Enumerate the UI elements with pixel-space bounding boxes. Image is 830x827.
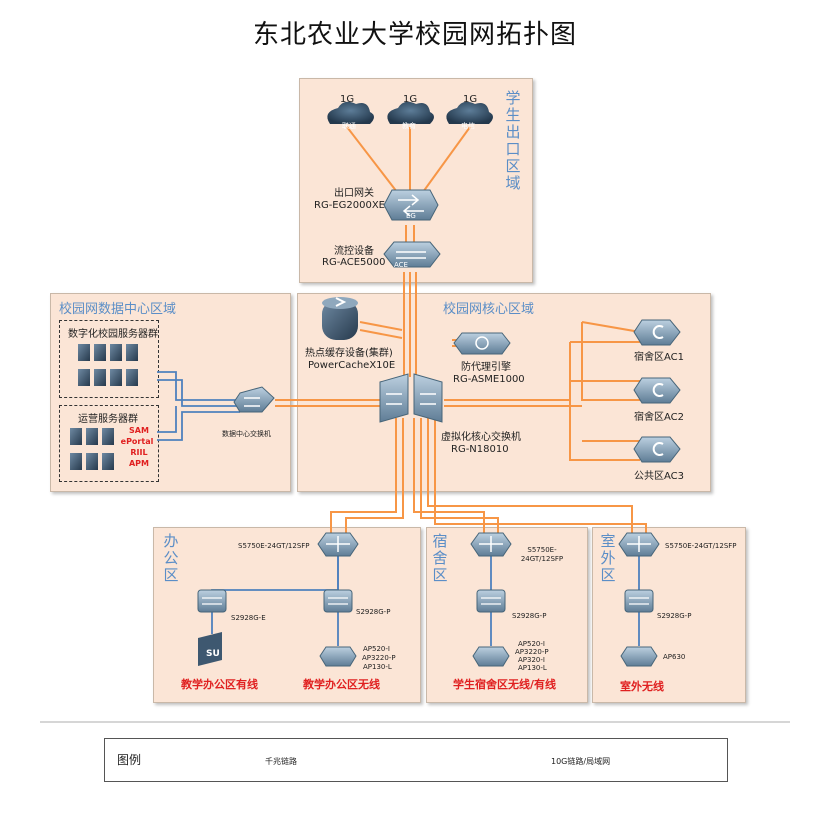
ace-device-icon: [383, 241, 441, 268]
eg-model-label: RG-EG2000XE: [314, 200, 385, 211]
ac1-label: 宿舍区AC1: [634, 352, 685, 363]
group-ops-servers: [59, 405, 159, 482]
su-terminal-icon: [198, 632, 222, 666]
zone-datacenter-label: 校园网数据中心区域: [59, 302, 177, 317]
page-title: 东北农业大学校园网拓扑图: [252, 20, 577, 50]
zone-outdoor-label: 室外区: [600, 532, 616, 584]
ac-icon-1: [633, 319, 681, 346]
ops-item-riil: RIIL: [130, 448, 148, 457]
isp-name-3: 电信: [461, 122, 475, 130]
dorm-sw-label: S2928G-P: [512, 612, 547, 620]
cache-server-icon: [322, 297, 358, 340]
eg-gateway-icon: [383, 189, 439, 221]
ac-icon-2: [633, 377, 681, 404]
asme-role-label: 防代理引擎: [461, 362, 511, 373]
dorm-label: 学生宿舍区无线/有线: [453, 678, 557, 691]
office-sw-left-label: S2928G-E: [231, 614, 266, 622]
zone-dorm-label: 宿舍区: [432, 532, 448, 584]
asme-model-label: RG-ASME1000: [453, 374, 525, 385]
office-agg-label: S5750E-24GT/12SFP: [238, 542, 310, 550]
dorm-agg-switch-icon: [470, 532, 512, 557]
cache-role-label: 热点缓存设备(集群): [305, 348, 393, 359]
dc-switch-label: 数据中心交换机: [222, 430, 271, 438]
isp-bandwidth-1: 1G: [340, 94, 355, 105]
outdoor-label: 室外无线: [620, 680, 664, 693]
cache-model-label: PowerCacheX10E: [308, 360, 396, 371]
zone-office: [153, 527, 421, 703]
zone-outdoor: [592, 527, 746, 703]
dorm-ap-3: AP320-I: [518, 656, 545, 664]
ace-model-label: RG-ACE5000: [322, 257, 386, 268]
eg-role-label: 出口网关: [334, 188, 374, 199]
outdoor-agg-label: S5750E-24GT/12SFP: [665, 542, 737, 550]
isp-name-1: 联通: [342, 122, 356, 130]
legend-gigabit-label: 千兆链路: [265, 757, 297, 766]
legend-box: 图例 千兆链路 10G链路/局域网: [104, 738, 728, 782]
ace-tag: ACE: [394, 261, 408, 269]
ops-item-eportal: ePortal: [120, 437, 154, 446]
outdoor-agg-switch-icon: [618, 532, 660, 557]
ac-icon-3: [633, 436, 681, 463]
outdoor-sw-label: S2928G-P: [657, 612, 692, 620]
eg-tag: EG: [406, 212, 416, 220]
office-wired-label: 教学办公区有线: [181, 678, 258, 691]
cloud-icon-2: [387, 101, 434, 124]
zone-exit-label: 学生出口区域: [505, 89, 521, 192]
server-rack-icons: [70, 344, 138, 470]
office-agg-switch-icon: [317, 532, 359, 557]
access-switch-icons: [197, 589, 654, 613]
office-wireless-label: 教学办公区无线: [303, 678, 380, 691]
isp-name-2: 教育: [402, 122, 416, 130]
ac2-label: 宿舍区AC2: [634, 412, 685, 423]
zone-office-label: 办公区: [163, 532, 179, 584]
zone-core-label: 校园网核心区域: [443, 302, 535, 317]
office-ap-1: AP520-I: [363, 645, 390, 653]
ap-icons: [319, 646, 658, 667]
core-role-label: 虚拟化核心交换机: [441, 432, 521, 443]
asme-engine-icon: [453, 332, 511, 355]
ops-servers-label: 运营服务器群: [78, 414, 138, 425]
office-ap-3: AP130-L: [363, 663, 392, 671]
zone-dorm: [426, 527, 588, 703]
cloud-icon-1: [327, 101, 374, 124]
core-switch-icon: [379, 373, 443, 423]
isp-bandwidth-3: 1G: [463, 94, 478, 105]
ac3-label: 公共区AC3: [634, 471, 685, 482]
su-label: SU: [206, 649, 220, 659]
legend-tengig-label: 10G链路/局域网: [551, 757, 611, 766]
dorm-ap-4: AP130-L: [518, 664, 547, 672]
legend-title: 图例: [117, 753, 142, 767]
dorm-agg-label: S5750E-24GT/12SFP: [520, 546, 564, 563]
isp-bandwidth-2: 1G: [403, 94, 418, 105]
ops-item-apm: APM: [128, 459, 149, 468]
dorm-ap-2: AP3220-P: [515, 648, 549, 656]
office-sw-right-label: S2928G-P: [356, 608, 391, 616]
ops-item-sam: SAM: [129, 426, 149, 435]
ace-role-label: 流控设备: [334, 246, 374, 257]
gigabit-links: [157, 371, 640, 646]
group-digital-servers: [59, 320, 159, 398]
dorm-ap-1: AP520-I: [518, 640, 545, 648]
tengig-links: [275, 126, 647, 540]
cloud-icon-3: [446, 101, 493, 124]
dc-switch-icon: [233, 386, 275, 413]
core-model-label: RG-N18010: [451, 444, 509, 455]
digital-servers-label: 数字化校园服务器群: [68, 329, 158, 340]
office-ap-2: AP3220-P: [362, 654, 396, 662]
outdoor-ap-label: AP630: [663, 653, 686, 661]
